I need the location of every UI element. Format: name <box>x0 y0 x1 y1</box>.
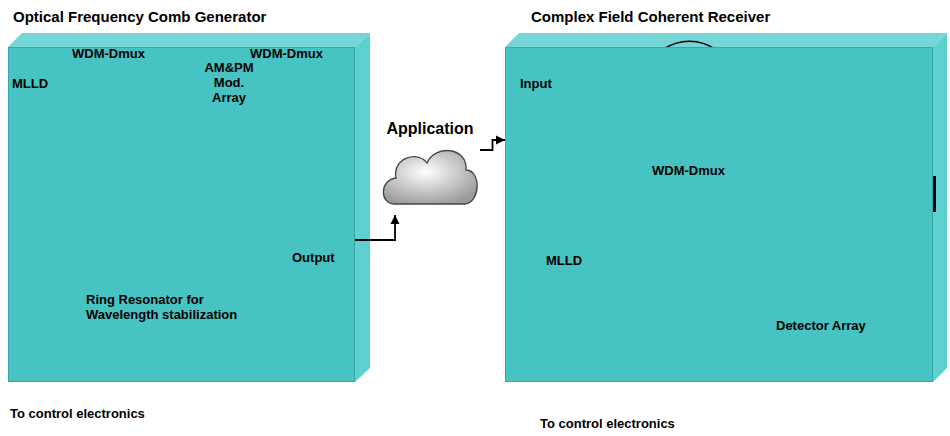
illustration-part <box>505 33 947 47</box>
cloud-outline <box>383 151 477 204</box>
fiber-connector <box>480 140 505 150</box>
receiver-panel: Complex Field Coherent Receiver <box>505 47 933 382</box>
part-label: To control electronics <box>10 406 145 421</box>
arrow-head <box>391 215 400 224</box>
part-label: WDM-Dmux <box>652 163 725 178</box>
part-label: AM&PM Mod. Array <box>198 60 260 105</box>
part-label: Output <box>292 250 335 265</box>
part-label: WDM-Dmux <box>72 46 145 61</box>
illustration-part <box>355 33 370 382</box>
application-cloud: Application <box>380 120 480 215</box>
part-label: Detector Array <box>776 318 866 333</box>
fiber-connector <box>355 215 395 240</box>
arrow-head <box>496 136 505 145</box>
part-label: MLLD <box>546 253 582 268</box>
part-label: Ring Resonator for Wavelength stabilizat… <box>86 292 276 322</box>
generator-panel: Optical Frequency Comb Generator <box>8 47 355 382</box>
cloud-label: Application <box>380 120 480 138</box>
panel-title: Optical Frequency Comb Generator <box>13 8 266 25</box>
part-label: Input <box>520 76 552 91</box>
panel-3d-faces <box>8 33 947 382</box>
part-label: WDM-Dmux <box>250 46 323 61</box>
panel-title: Complex Field Coherent Receiver <box>531 8 770 25</box>
part-label: MLLD <box>12 76 48 91</box>
illustration-part <box>8 33 370 47</box>
part-label: To control electronics <box>540 416 675 431</box>
